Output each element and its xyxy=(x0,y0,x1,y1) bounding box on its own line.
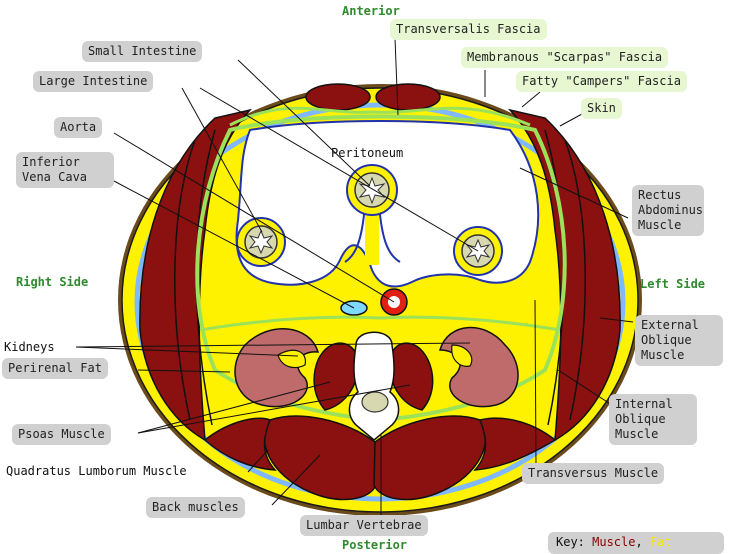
small-intestine-label: Small Intestine xyxy=(82,41,202,62)
psoas-label: Psoas Muscle xyxy=(12,424,111,445)
key-separator: , xyxy=(635,535,649,549)
quadratus-lumborum-label: Quadratus Lumborum Muscle xyxy=(6,464,187,478)
back-muscles-label: Back muscles xyxy=(146,497,245,518)
key-prefix: Key: xyxy=(556,535,592,549)
transversus-label: Transversus Muscle xyxy=(522,463,664,484)
anterior-label: Anterior xyxy=(342,4,400,18)
right-side-label: Right Side xyxy=(16,275,88,289)
left-side-label: Left Side xyxy=(640,277,705,291)
key-muscle: Muscle xyxy=(592,535,635,549)
large-intestine-label: Large Intestine xyxy=(33,71,153,92)
external-oblique-label: External Oblique Muscle xyxy=(635,315,723,366)
internal-oblique-label: Internal Oblique Muscle xyxy=(609,394,697,445)
rectus-abdominus-label: Rectus Abdominus Muscle xyxy=(632,185,704,236)
rectus-abdominus-left xyxy=(376,84,440,110)
peritoneum-label: Peritoneum xyxy=(331,146,403,160)
color-key: Key: Muscle, Fat xyxy=(548,532,724,554)
fatty-fascia-label: Fatty "Campers" Fascia xyxy=(516,71,687,92)
transversalis-fascia-label: Transversalis Fascia xyxy=(390,19,547,40)
aorta-label: Aorta xyxy=(54,117,102,138)
skin-label: Skin xyxy=(581,98,622,119)
perirenal-fat-label: Perirenal Fat xyxy=(2,358,108,379)
posterior-label: Posterior xyxy=(342,538,407,552)
spinal-canal xyxy=(362,392,388,412)
lumbar-vertebra xyxy=(349,332,398,440)
inferior-vena-cava-label: Inferior Vena Cava xyxy=(16,152,114,188)
kidneys-label: Kidneys xyxy=(4,340,55,354)
key-fat: Fat xyxy=(650,535,672,549)
membranous-fascia-label: Membranous "Scarpas" Fascia xyxy=(461,47,668,68)
lumbar-vertebrae-label: Lumbar Vertebrae xyxy=(300,515,428,536)
rectus-abdominus-right xyxy=(306,84,370,110)
